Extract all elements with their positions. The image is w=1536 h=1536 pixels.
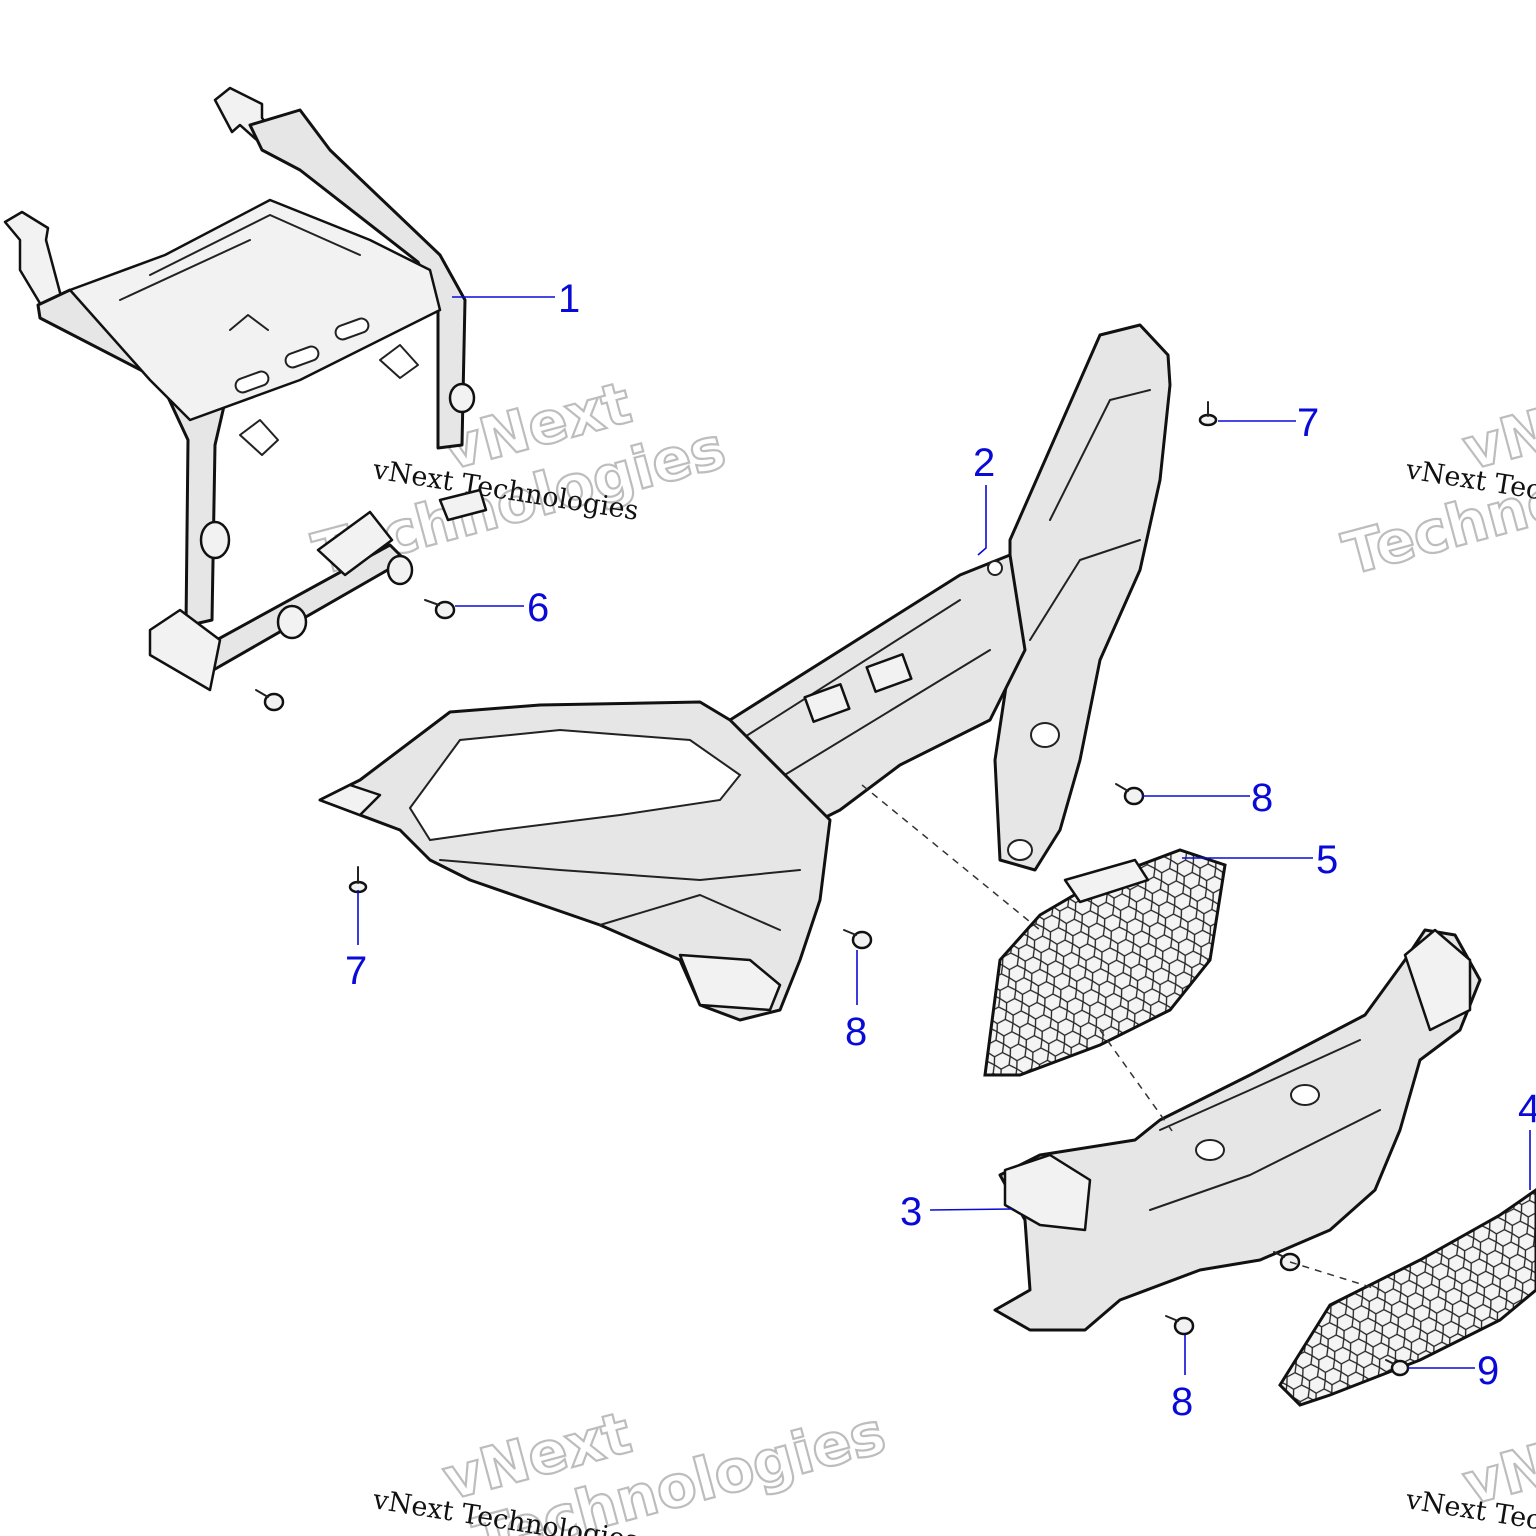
callout-1: 1 xyxy=(558,277,580,321)
callout-4: 4 xyxy=(1518,1087,1536,1131)
part-3-lower-bumper xyxy=(993,928,1482,1332)
callout-9: 9 xyxy=(1477,1349,1499,1393)
screw-icon xyxy=(1198,401,1218,427)
bolt-icon xyxy=(424,599,456,620)
callout-7b: 7 xyxy=(345,949,367,993)
callout-8a: 8 xyxy=(1251,776,1273,820)
alignment-lines xyxy=(861,784,1381,1291)
bolt-icon xyxy=(1115,783,1145,806)
callout-7a: 7 xyxy=(1297,401,1319,445)
screw-icon xyxy=(348,866,368,894)
callout-5: 5 xyxy=(1316,838,1338,882)
part-2-front-bumper xyxy=(318,323,1172,1022)
callout-8b: 8 xyxy=(845,1010,867,1054)
part-5-grille xyxy=(983,848,1227,1077)
part-1-frame-bracket xyxy=(3,86,488,692)
callout-2: 2 xyxy=(973,441,995,485)
bolt-icon xyxy=(843,929,873,950)
callout-3: 3 xyxy=(900,1190,922,1234)
fasteners xyxy=(255,401,1410,1377)
callout-labels: 1 2 3 4 5 6 7 7 8 8 8 9 xyxy=(345,277,1536,1424)
callout-8c: 8 xyxy=(1171,1380,1193,1424)
leader-lines xyxy=(357,296,1531,1375)
bolt-icon xyxy=(1273,1251,1301,1272)
part-4-lower-grille xyxy=(1278,1188,1536,1407)
bolt-icon xyxy=(255,689,285,712)
watermark-top-right: vNext Technologies vNext Technologies xyxy=(1335,367,1536,589)
callout-6: 6 xyxy=(527,586,549,630)
bolt-icon xyxy=(1165,1315,1195,1336)
watermark-bottom-center: vNext Technologies vNext Technologies xyxy=(370,1397,893,1536)
watermark-bottom-right: vNext vNext Technologies xyxy=(1403,1402,1536,1536)
